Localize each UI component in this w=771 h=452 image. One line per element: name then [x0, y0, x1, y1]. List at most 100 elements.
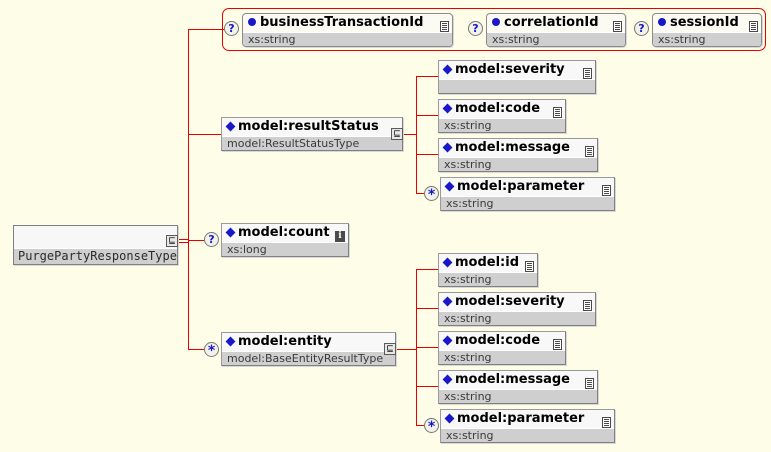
element-type: xs:long [222, 242, 348, 256]
root-type-name: PurgePartyResponseType [14, 248, 177, 264]
element-title: model:entity [222, 333, 395, 351]
element-model-result-status[interactable]: model:resultStatus model:ResultStatusTyp… [221, 117, 403, 151]
element-title: model:code [439, 100, 565, 118]
element-bullet-icon [225, 227, 236, 237]
occurrence-marker-count: ? [204, 232, 219, 247]
element-entity-message[interactable]: model:message xs:string [438, 370, 598, 404]
element-bullet-icon [225, 336, 236, 346]
element-entity-severity[interactable]: model:severity xs:string [438, 292, 596, 326]
entity-sequence-icon: ⊑ [384, 343, 396, 355]
connector-entity-severity [416, 308, 438, 309]
connector-branch-attributes [188, 29, 224, 30]
occurrence-marker-entity: * [204, 342, 219, 359]
element-type: xs:string [439, 118, 565, 132]
element-result-severity[interactable]: model:severity [438, 60, 596, 94]
element-entity-code[interactable]: model:code xs:string [438, 331, 566, 365]
element-bullet-icon [442, 64, 453, 74]
connector-result-code [416, 115, 438, 116]
connector-entity-message [416, 386, 438, 387]
info-icon: i [335, 231, 345, 242]
attribute-business-transaction-id[interactable]: businessTransactionId xs:string [242, 13, 453, 47]
attribute-correlation-id[interactable]: correlationId xs:string [486, 13, 626, 47]
element-type: xs:string [441, 196, 614, 210]
element-result-message[interactable]: model:message xs:string [438, 138, 598, 172]
element-bullet-icon [442, 374, 453, 384]
connector-branch-entity [188, 349, 204, 350]
documentation-icon [602, 417, 611, 428]
element-title: model:code [439, 332, 565, 350]
connector-result-parameter [416, 193, 424, 194]
element-title: model:severity [439, 293, 595, 311]
element-result-parameter[interactable]: model:parameter xs:string [440, 177, 615, 211]
documentation-icon [583, 300, 592, 311]
element-type: xs:string [439, 389, 597, 403]
attribute-title: businessTransactionId [243, 14, 452, 32]
attribute-title: sessionId [653, 14, 761, 32]
element-title: model:parameter [441, 410, 614, 428]
element-title: model:resultStatus [222, 118, 402, 136]
element-type: xs:string [439, 157, 597, 171]
connector-result-status-trunk [416, 76, 417, 193]
occurrence-marker-session-id: ? [634, 21, 649, 36]
element-entity-id[interactable]: model:id xs:string [438, 253, 538, 287]
occurrence-marker-business-transaction-id: ? [224, 21, 239, 36]
occurrence-marker-result-parameter: * [424, 186, 439, 203]
element-title: model:severity [439, 61, 595, 79]
connector-branch-result-status [188, 134, 221, 135]
connector-branch-count [188, 240, 204, 241]
element-bullet-icon [442, 257, 453, 267]
element-type: xs:string [439, 311, 595, 325]
element-type: xs:string [439, 350, 565, 364]
root-sequence-icon: ⊑ [166, 235, 178, 247]
connector-result-message [416, 154, 438, 155]
element-title: model:count i [222, 224, 348, 242]
element-bullet-icon [442, 296, 453, 306]
documentation-icon [585, 146, 594, 157]
connector-main-trunk [188, 29, 189, 349]
element-bullet-icon [442, 142, 453, 152]
connector-root-stub-bottom [178, 242, 188, 243]
documentation-icon [440, 21, 449, 32]
element-model-entity[interactable]: model:entity model:BaseEntityResultType [221, 332, 396, 366]
attribute-type: xs:string [653, 32, 761, 46]
element-type: xs:string [439, 272, 537, 286]
root-type-box[interactable]: PurgePartyResponseType [13, 225, 178, 265]
attribute-bullet-icon [658, 18, 666, 26]
attribute-session-id[interactable]: sessionId xs:string [652, 13, 762, 47]
attribute-bullet-icon [492, 18, 500, 26]
documentation-icon [553, 339, 562, 350]
element-bullet-icon [442, 103, 453, 113]
element-bullet-icon [225, 121, 236, 131]
documentation-icon [585, 378, 594, 389]
element-type: model:BaseEntityResultType [222, 351, 395, 365]
attribute-type: xs:string [243, 32, 452, 46]
connector-entity-parameter [416, 425, 424, 426]
occurrence-marker-entity-parameter: * [424, 418, 439, 435]
documentation-icon [613, 21, 622, 32]
element-entity-parameter[interactable]: model:parameter xs:string [440, 409, 615, 443]
documentation-icon [525, 261, 534, 272]
element-bullet-icon [444, 181, 455, 191]
attribute-group-container [222, 8, 766, 51]
element-title: model:parameter [441, 178, 614, 196]
occurrence-marker-correlation-id: ? [468, 21, 483, 36]
connector-entity-code [416, 347, 438, 348]
connector-entity-id [416, 269, 438, 270]
documentation-icon [602, 185, 611, 196]
attribute-type: xs:string [487, 32, 625, 46]
element-type [439, 79, 595, 93]
result-status-sequence-icon: ⊑ [391, 128, 403, 140]
element-type: model:ResultStatusType [222, 136, 402, 150]
documentation-icon [583, 68, 592, 79]
element-type: xs:string [441, 428, 614, 442]
connector-entity-out [396, 349, 416, 350]
documentation-icon [553, 107, 562, 118]
attribute-bullet-icon [248, 18, 256, 26]
connector-result-status-out [403, 134, 416, 135]
element-model-count[interactable]: model:count i xs:long [221, 223, 349, 257]
connector-result-severity [416, 76, 438, 77]
connector-root-stub-top [178, 239, 188, 240]
element-title: model:message [439, 139, 597, 157]
element-result-code[interactable]: model:code xs:string [438, 99, 566, 133]
